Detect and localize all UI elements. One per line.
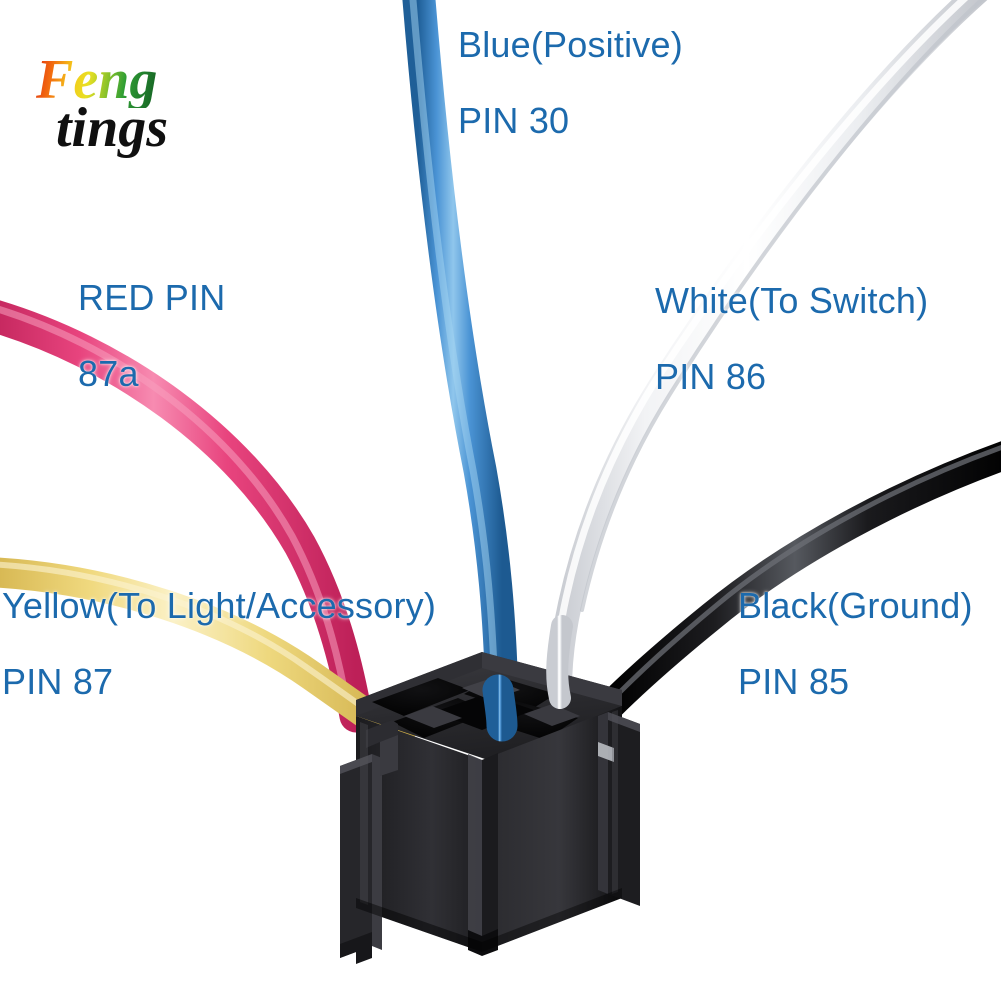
label-yellow-pin: PIN 87 [2,661,114,702]
label-red-pin: RED PIN 87a [78,277,225,395]
label-red-pin-number: 87a [78,353,139,394]
label-red-name: RED PIN [78,277,226,318]
label-blue-name: Blue(Positive) [458,24,683,65]
wire-blue [402,0,519,717]
label-blue-pin: PIN 30 [458,100,570,141]
label-white-pin: PIN 86 [655,356,767,397]
label-blue-positive: Blue(Positive) PIN 30 [458,24,683,142]
wire-red [0,300,373,733]
socket-left-flange [340,754,382,964]
label-yellow-to-light-accessory: Yellow(To Light/Accessory) PIN 87 [2,585,436,703]
label-black-name: Black(Ground) [738,585,973,626]
label-black-ground: Black(Ground) PIN 85 [738,585,973,703]
wire-black [593,441,1001,723]
label-yellow-name: Yellow(To Light/Accessory) [2,585,437,626]
label-black-pin: PIN 85 [738,661,850,702]
socket-metal-tab [598,742,614,762]
wire-tips-in-socket [482,615,573,742]
label-white-to-switch: White(To Switch) PIN 86 [655,280,928,398]
label-white-name: White(To Switch) [655,280,929,321]
socket-right-flange [598,712,640,906]
